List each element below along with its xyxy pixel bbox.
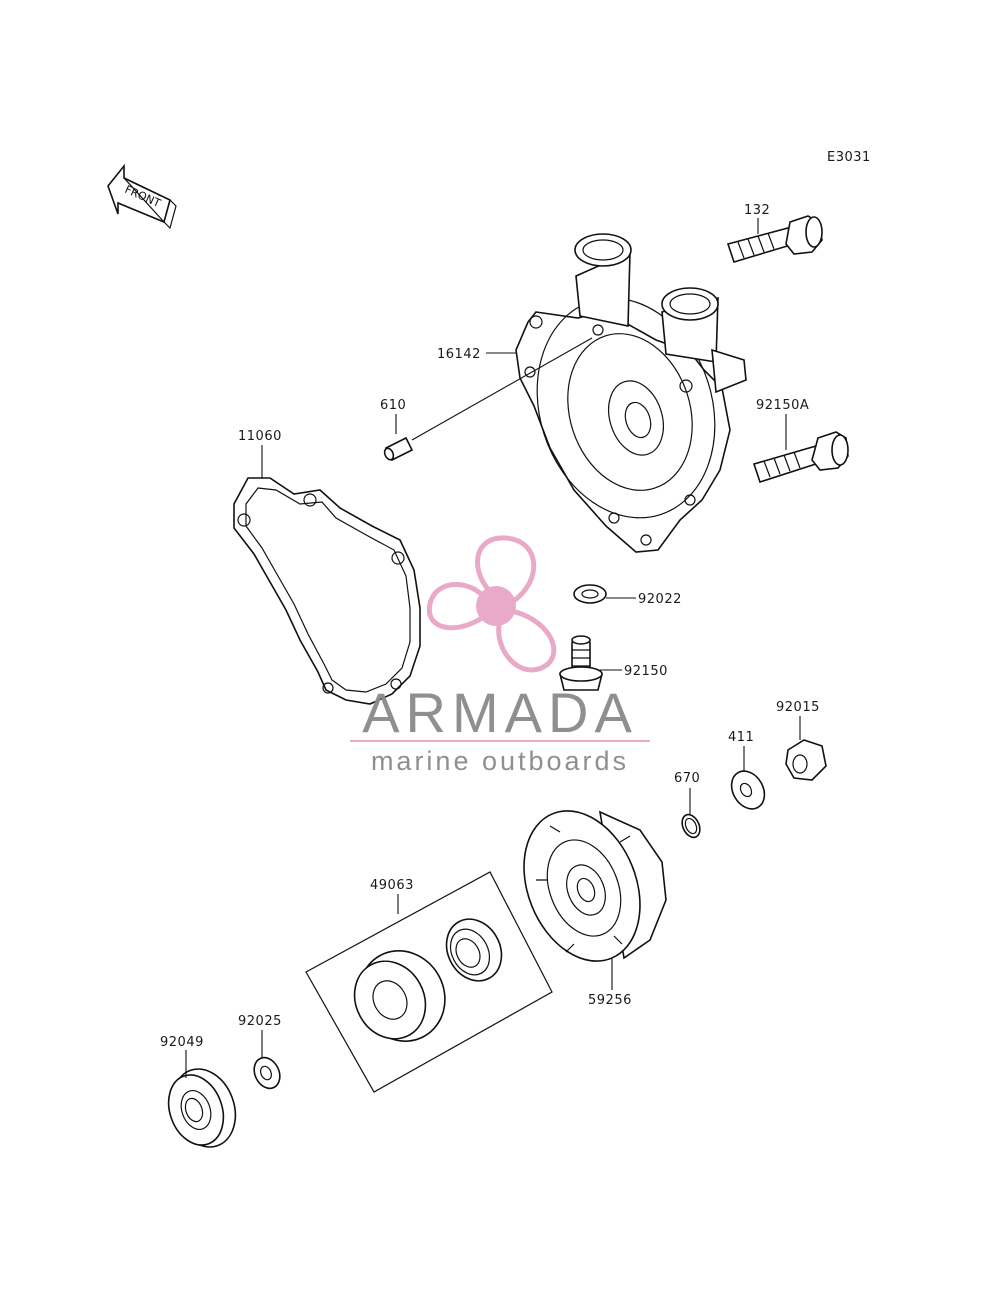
- washer-92022: [573, 584, 607, 604]
- callout-49063: 49063: [370, 878, 414, 893]
- propeller-logo-icon: [426, 535, 557, 673]
- callout-11060: 11060: [238, 429, 282, 444]
- callout-92150: 92150: [624, 664, 668, 679]
- o-ring-670: [681, 813, 701, 839]
- washer-92025: [253, 1056, 281, 1090]
- callout-132: 132: [744, 203, 770, 218]
- callout-92015: 92015: [776, 700, 820, 715]
- drain-bolt-92150: [558, 635, 604, 691]
- callout-92025: 92025: [238, 1014, 282, 1029]
- callout-610: 610: [380, 398, 406, 413]
- bolt-132: [726, 215, 823, 263]
- watermark-brand: ARMADA: [362, 681, 638, 744]
- seal-kit-49063: [305, 871, 553, 1093]
- nut-92015: [785, 739, 827, 781]
- dowel-pin-610: [383, 436, 414, 462]
- gasket-11060: [233, 477, 421, 705]
- pump-cover-16142: [515, 233, 747, 553]
- front-arrow-icon: FRONT: [107, 163, 177, 230]
- callout-92049: 92049: [160, 1035, 204, 1050]
- callout-411: 411: [728, 730, 754, 745]
- callout-16142: 16142: [437, 347, 481, 362]
- callout-92022: 92022: [638, 592, 682, 607]
- oil-seal-92049: [167, 1068, 237, 1148]
- bolt-92150a: [752, 431, 849, 484]
- impeller-59256: [523, 810, 667, 962]
- callout-59256: 59256: [588, 993, 632, 1008]
- callout-92150a: 92150A: [756, 398, 809, 413]
- callout-670: 670: [674, 771, 700, 786]
- armada-logo: ARMADA marine outboards: [350, 535, 650, 776]
- diagram-code: E3031: [827, 150, 871, 165]
- watermark-tagline: marine outboards: [371, 746, 629, 776]
- washer-411: [730, 770, 766, 810]
